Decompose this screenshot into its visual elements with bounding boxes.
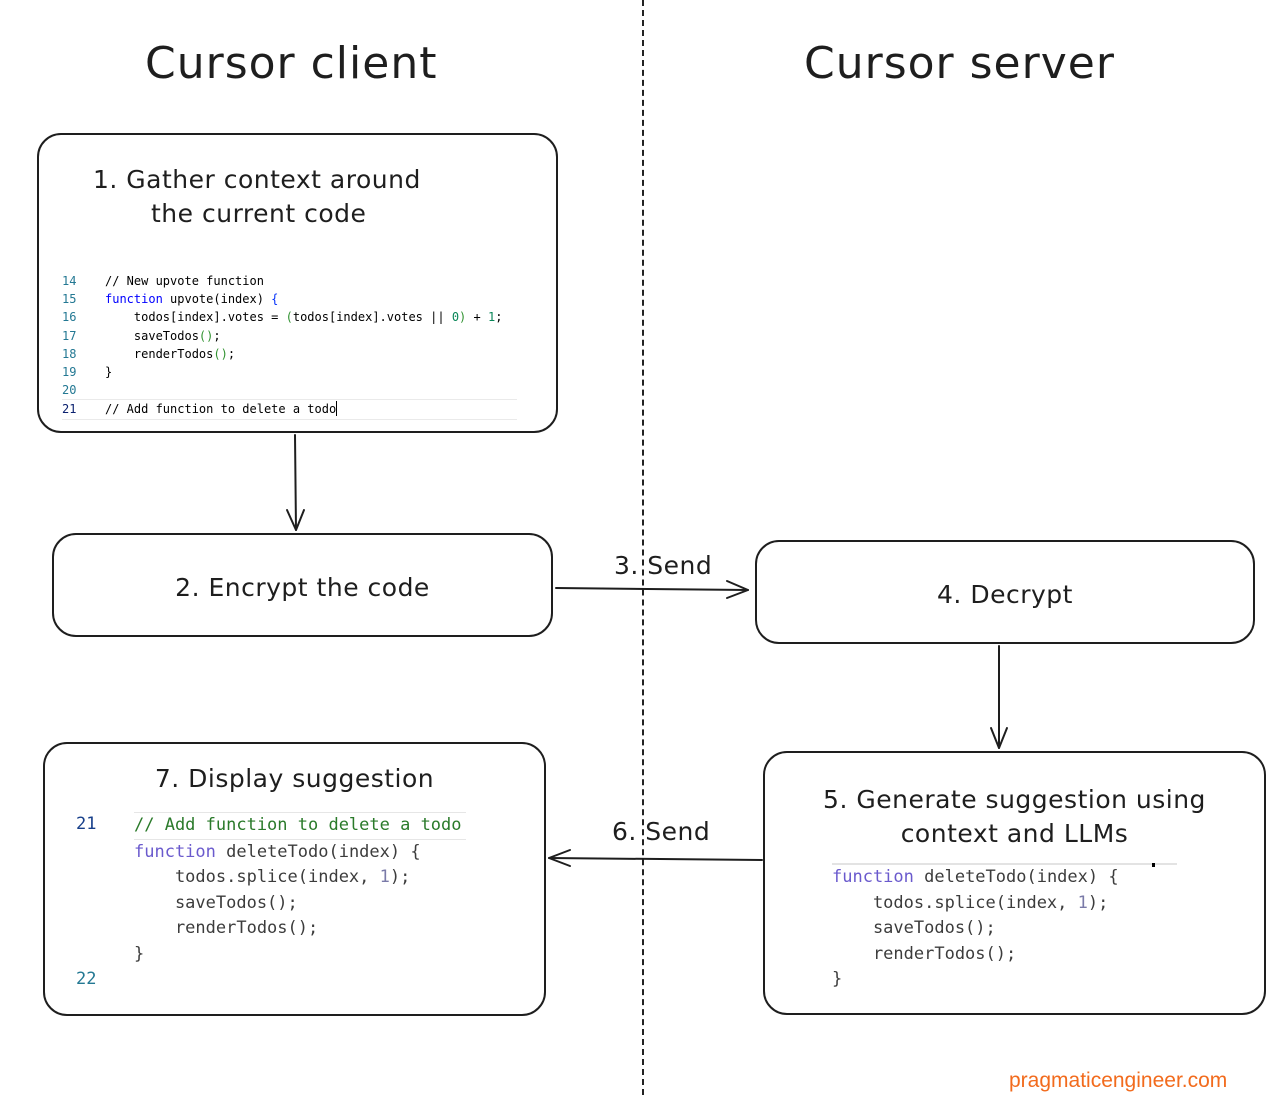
step-gather-label-line1: 1. Gather context around: [93, 165, 421, 194]
arrow-gather-to-encrypt: [286, 434, 305, 531]
code-text: saveTodos();: [832, 918, 996, 938]
code-text: renderTodos();: [832, 943, 1017, 964]
step-decrypt-box: 4. Decrypt: [755, 540, 1255, 644]
line-number: 22: [76, 969, 97, 989]
code-line: }: [832, 967, 1177, 993]
code-text: todos[index].votes = (todos[index].votes…: [105, 310, 503, 325]
arrow-generate-to-display: [548, 849, 763, 867]
code-text: function deleteTodo(index) {: [134, 841, 421, 862]
text-caret: [336, 401, 338, 417]
code-text: }: [832, 969, 843, 989]
step-send-to-server-label: 3. Send: [614, 551, 713, 580]
code-line: 15 function upvote(index) {: [62, 290, 517, 308]
line-number: 17: [62, 328, 77, 343]
client-server-divider: [642, 0, 644, 1095]
code-line: 22: [76, 967, 506, 993]
context-code-editor: 14 // New upvote function 15 function upvo…: [62, 272, 517, 420]
code-text: todos.splice(index, 1);: [832, 892, 1109, 913]
arrow-decrypt-to-generate: [990, 645, 1008, 749]
code-line: 17 saveTodos();: [62, 327, 517, 345]
code-text: saveTodos();: [105, 328, 221, 343]
code-line: 14 // New upvote function: [62, 272, 517, 290]
code-line: saveTodos();: [76, 891, 506, 917]
displayed-suggestion-code: 21 // Add function to delete a todo funct…: [76, 812, 506, 993]
step-display-label: 7. Display suggestion: [154, 764, 435, 793]
code-text: }: [105, 365, 113, 380]
step-gather-label-line2: the current code: [151, 199, 367, 228]
code-text: todos.splice(index, 1);: [134, 867, 411, 887]
step-gather-context-box: 1. Gather context around the current cod…: [37, 133, 558, 433]
line-number: 18: [62, 346, 77, 361]
code-text: renderTodos();: [134, 918, 319, 938]
code-line: 18 renderTodos();: [62, 345, 517, 363]
line-number: [76, 942, 134, 968]
line-number: [76, 891, 134, 917]
line-number: 20: [62, 383, 77, 398]
code-text: function deleteTodo(index) {: [832, 867, 1119, 887]
line-number: 15: [62, 292, 77, 307]
generated-code-snippet: function deleteTodo(index) { todos.splic…: [832, 863, 1177, 993]
code-line: function deleteTodo(index) {: [832, 865, 1177, 891]
source-watermark: pragmaticengineer.com: [1009, 1069, 1228, 1092]
code-line: renderTodos();: [76, 916, 506, 942]
arrow-encrypt-to-decrypt: [555, 580, 749, 599]
code-text: }: [134, 943, 145, 964]
code-line: 20: [62, 381, 517, 399]
step-generate-label-line2: context and LLMs: [900, 819, 1129, 848]
line-number: 21: [76, 814, 97, 834]
step-display-suggestion-box: 7. Display suggestion: [43, 742, 546, 1016]
step-gather-context-label: 1. Gather context around the current cod…: [79, 163, 479, 231]
code-line: renderTodos();: [832, 942, 1177, 968]
step-decrypt-label: 4. Decrypt: [937, 580, 1073, 609]
code-line: todos.splice(index, 1);: [832, 891, 1177, 917]
code-text: saveTodos();: [134, 892, 298, 913]
code-comment: // Add function to delete a todo: [105, 402, 337, 417]
line-number: 21: [62, 402, 77, 417]
line-number: [76, 865, 134, 891]
current-code-line: 21 // Add function to delete a todo: [76, 812, 506, 840]
line-number: [76, 840, 134, 866]
current-code-line: 21 // Add function to delete a todo: [62, 399, 517, 420]
line-number: 19: [62, 365, 77, 380]
cursor-dot: [1152, 863, 1155, 867]
step-encrypt-label: 2. Encrypt the code: [175, 573, 430, 602]
step-generate-label-line1: 5. Generate suggestion using: [823, 785, 1206, 814]
code-line: 16 todos[index].votes = (todos[index].vo…: [62, 308, 517, 326]
code-comment: // Add function to delete a todo: [134, 812, 466, 840]
line-number: [76, 916, 134, 942]
code-text: function upvote(index) {: [105, 292, 279, 307]
code-line: }: [76, 942, 506, 968]
step-encrypt-box: 2. Encrypt the code: [52, 533, 553, 637]
code-text: renderTodos();: [105, 346, 236, 361]
step-send-to-client-label: 6. Send: [612, 817, 711, 846]
code-line: 19}: [62, 363, 517, 381]
code-line: todos.splice(index, 1);: [76, 865, 506, 891]
server-column-title: Cursor server: [804, 38, 1115, 89]
step-generate-suggestion-box: 5. Generate suggestion using context and…: [763, 751, 1266, 1015]
code-text: // Add function to delete a todo: [105, 400, 338, 418]
line-number: 14: [62, 274, 77, 288]
code-text: // New upvote function: [105, 274, 264, 288]
code-line: function deleteTodo(index) {: [76, 840, 506, 866]
line-number: 16: [62, 310, 77, 325]
step-generate-label: 5. Generate suggestion using context and…: [765, 783, 1264, 851]
code-top-rule: [832, 863, 1177, 867]
code-line: saveTodos();: [832, 916, 1177, 942]
client-column-title: Cursor client: [145, 38, 438, 89]
